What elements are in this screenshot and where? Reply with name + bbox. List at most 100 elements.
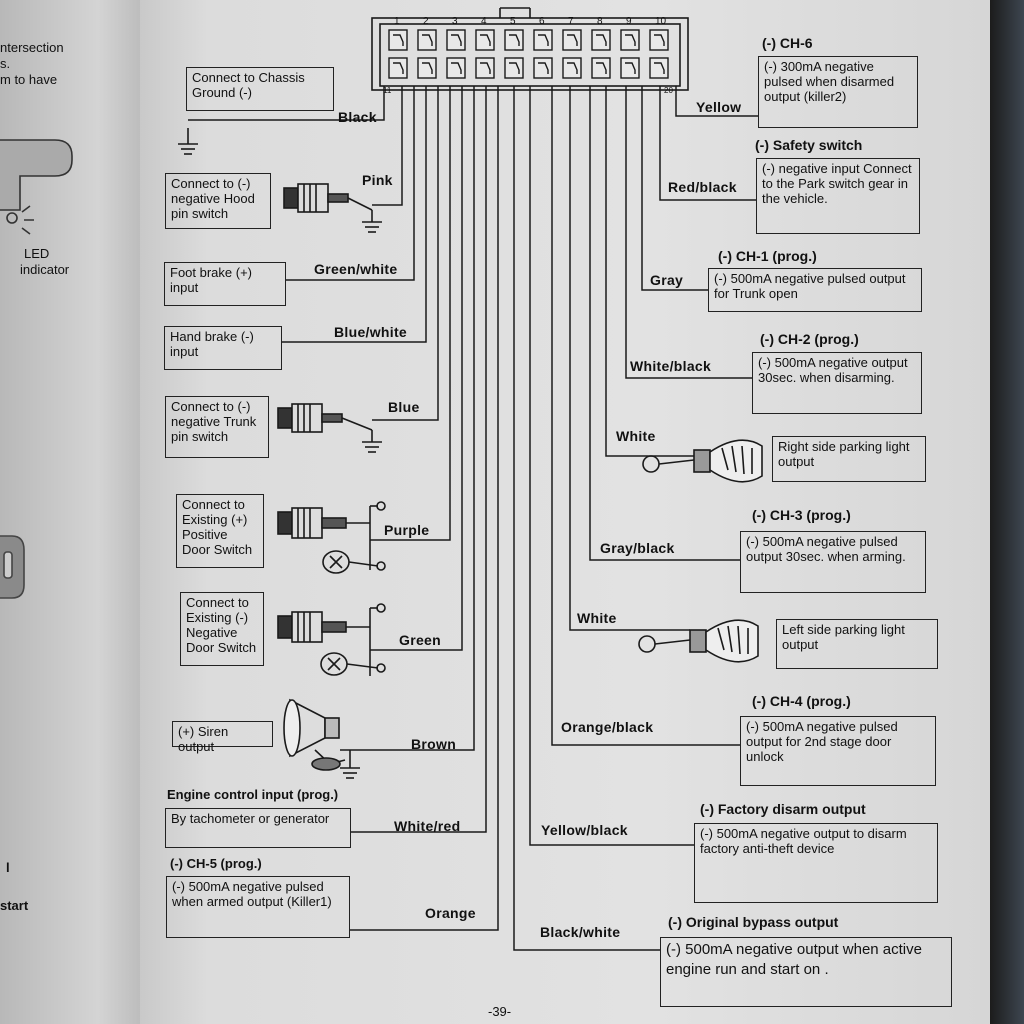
wire-label-gray-black: Gray/black <box>600 540 675 556</box>
ch4-box: (-) 500mA negative pulsed output for 2nd… <box>740 716 936 786</box>
ch3-box: (-) 500mA negative pulsed output 30sec. … <box>740 531 926 593</box>
pin-number-label: 5 <box>510 16 516 27</box>
wire-green <box>370 86 463 651</box>
foot-brake-box: Foot brake (+) input <box>164 262 286 306</box>
connector-pin <box>533 57 553 79</box>
hood-pin-box: Connect to (-) negative Hood pin switch <box>165 173 271 229</box>
pin-number-label: 10 <box>655 16 667 27</box>
wire-label-white-left: White <box>577 610 617 626</box>
safety-switch-header: (-) Safety switch <box>755 137 863 153</box>
led-indicator-label: indicator <box>20 262 70 277</box>
wire-label-green: Green <box>399 632 441 648</box>
pin-number-label: 6 <box>539 16 545 27</box>
positive-door-switch-box: Connect to Existing (+) Positive Door Sw… <box>176 494 264 568</box>
wire-white-red <box>351 86 487 833</box>
hand-brake-box: Hand brake (-) input <box>164 326 282 370</box>
trunk-pin-box: Connect to (-) negative Trunk pin switch <box>165 396 269 458</box>
left-page-start: start <box>0 898 29 913</box>
ch2-box: (-) 500mA negative output 30sec. when di… <box>752 352 922 414</box>
factory-disarm-header: (-) Factory disarm output <box>700 801 866 817</box>
safety-switch-box: (-) negative input Connect to the Park s… <box>756 158 920 234</box>
wire-label-black-white: Black/white <box>540 924 621 940</box>
connector-pin <box>649 57 669 79</box>
wire-label-brown: Brown <box>411 736 457 752</box>
pin-number-label: 3 <box>452 16 458 27</box>
wire-black-white <box>513 86 660 951</box>
connector-pin <box>591 57 611 79</box>
wire-purple <box>370 86 451 541</box>
connector-pin <box>504 57 524 79</box>
wire-white-right <box>605 86 694 457</box>
wire-label-white-right: White <box>616 428 656 444</box>
wire-yellow <box>675 86 758 117</box>
left-page-text-1: ntersection <box>0 40 64 55</box>
pin-number-label: 9 <box>626 16 632 27</box>
wire-label-yellow-black: Yellow/black <box>541 822 628 838</box>
pin-number-label: 8 <box>597 16 603 27</box>
led-label: LED <box>24 246 50 261</box>
connector-pin <box>446 57 466 79</box>
connector-pin <box>562 29 582 51</box>
page-number: -39- <box>488 1004 512 1019</box>
ch1-box: (-) 500mA negative pulsed output for Tru… <box>708 268 922 312</box>
connector-pin <box>620 29 640 51</box>
wire-label-green-white: Green/white <box>314 261 398 277</box>
wire-red-black <box>659 86 756 201</box>
pin-number-label: 2 <box>423 16 429 27</box>
ch2-header: (-) CH-2 (prog.) <box>760 331 859 347</box>
connector-pin <box>388 57 408 79</box>
wire-blue-white <box>282 86 427 343</box>
wire-label-white-red: White/red <box>394 818 461 834</box>
pin-number-label: 1 <box>394 16 400 27</box>
connector-pin <box>591 29 611 51</box>
wire-brown <box>340 86 475 751</box>
bypass-box: (-) 500mA negative output when active en… <box>660 937 952 1007</box>
wire-black <box>188 86 385 121</box>
pin-number-label: 4 <box>481 16 487 27</box>
wire-orange-black <box>551 86 740 746</box>
wire-green-white <box>286 86 415 281</box>
left-page-mark: l <box>6 860 10 875</box>
wire-label-gray: Gray <box>650 272 684 288</box>
connector-pin <box>417 29 437 51</box>
wire-white-black <box>625 86 752 379</box>
wire-gray-black <box>589 86 740 561</box>
wire-blue <box>372 86 439 421</box>
left-page-text-2: s. <box>0 56 11 71</box>
pin-number-label: 7 <box>568 16 574 27</box>
connector-pin <box>475 57 495 79</box>
connector-pin <box>388 29 408 51</box>
connector-pin <box>620 57 640 79</box>
pin-20-label: 20 <box>664 86 673 95</box>
background-edge <box>990 0 1024 1024</box>
wire-pink <box>372 86 403 206</box>
wire-white-left <box>569 86 690 631</box>
ch1-header: (-) CH-1 (prog.) <box>718 248 817 264</box>
wire-orange <box>350 86 499 931</box>
wire-label-black: Black <box>338 109 377 125</box>
ch5-box: (-) 500mA negative pulsed when armed out… <box>166 876 350 938</box>
negative-door-switch-box: Connect to Existing (-) Negative Door Sw… <box>180 592 264 666</box>
right-parking-box: Right side parking light output <box>772 436 926 482</box>
wire-yellow-black <box>529 86 694 846</box>
ch3-header: (-) CH-3 (prog.) <box>752 507 851 523</box>
ch6-header: (-) CH-6 <box>762 35 813 51</box>
connector-pin <box>533 29 553 51</box>
connector-pin <box>504 29 524 51</box>
wire-label-orange: Orange <box>425 905 476 921</box>
chassis-ground-box: Connect to Chassis Ground (-) <box>186 67 334 111</box>
factory-disarm-box: (-) 500mA negative output to disarm fact… <box>694 823 938 903</box>
wire-label-purple: Purple <box>384 522 430 538</box>
engine-control-box: By tachometer or generator <box>165 808 351 848</box>
connector-pin <box>446 29 466 51</box>
wire-gray <box>641 86 708 291</box>
connector-pin <box>649 29 669 51</box>
siren-output-box: (+) Siren output <box>172 721 273 754</box>
connector-pin <box>417 57 437 79</box>
left-page-text-3: m to have <box>0 72 58 87</box>
wire-label-pink: Pink <box>362 172 393 188</box>
bypass-header: (-) Original bypass output <box>668 914 839 930</box>
pin-11-label: 11 <box>383 86 392 95</box>
ch4-header: (-) CH-4 (prog.) <box>752 693 851 709</box>
